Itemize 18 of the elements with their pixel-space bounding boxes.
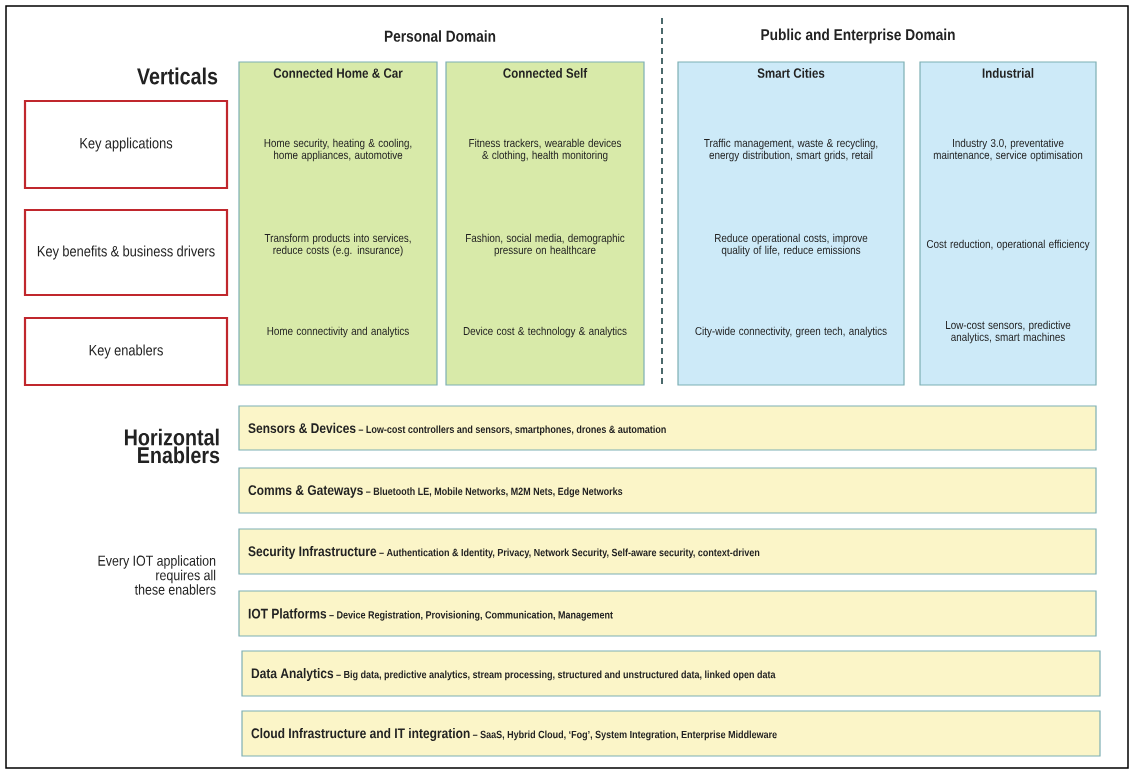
row-label-box: Key applications xyxy=(23,99,229,190)
enabler-bar: Sensors & Devices – Low-cost controllers and sensors, smartphones, drones & automation xyxy=(238,405,1097,451)
domain-heading: Public and Enterprise Domain xyxy=(761,28,955,44)
enabler-bar: Security Infrastructure – Authentication & Identity, Privacy, Network Security, Self-aware security, context-driven xyxy=(238,528,1097,575)
section-heading: Horizontal Enablers xyxy=(125,428,220,464)
enabler-bar: Cloud Infrastructure and IT integration – SaaS, Hybrid Cloud, ‘Fog’, System Integration, Enterprise Middleware xyxy=(241,710,1101,757)
enabler-bar: IOT Platforms – Device Registration, Provisioning, Communication, Management xyxy=(238,590,1097,637)
domain-heading: Personal Domain xyxy=(384,30,496,42)
section-heading: Verticals xyxy=(137,67,218,85)
enabler-bar: Comms & Gateways – Bluetooth LE, Mobile Networks, M2M Nets, Edge Networks xyxy=(238,467,1097,514)
enabler-bar: Data Analytics – Big data, predictive analytics, stream processing, structured and unstructured data, linked open data xyxy=(241,650,1101,697)
row-label-box: Key enablers xyxy=(23,316,229,387)
note-text: Every IOT application requires all these enablers xyxy=(98,555,216,595)
row-label-box: Key benefits & business drivers xyxy=(23,208,229,297)
category-box: Smart Cities Traffic management, waste & recycling, energy distribution, smart grids, retail Reduce operational costs, improve quality of life, reduce emissions City-wide connectivity, green tech, analytics xyxy=(677,61,905,386)
category-box: Connected Home & Car Home security, heating & cooling, home appliances, automotive Transform products into services, reduce costs (e.g. insurance) Home connectivity and analytics xyxy=(238,61,438,386)
category-box: Industrial Industry 3.0, preventative maintenance, service optimisation Cost reduction, operational efficiency Low-cost sensors, predictive analytics, smart machines xyxy=(919,61,1097,386)
category-box: Connected Self Fitness trackers, wearable devices & clothing, health monitoring Fashion, social media, demographic pressure on healthcare Device cost & technology & analytics xyxy=(445,61,645,386)
